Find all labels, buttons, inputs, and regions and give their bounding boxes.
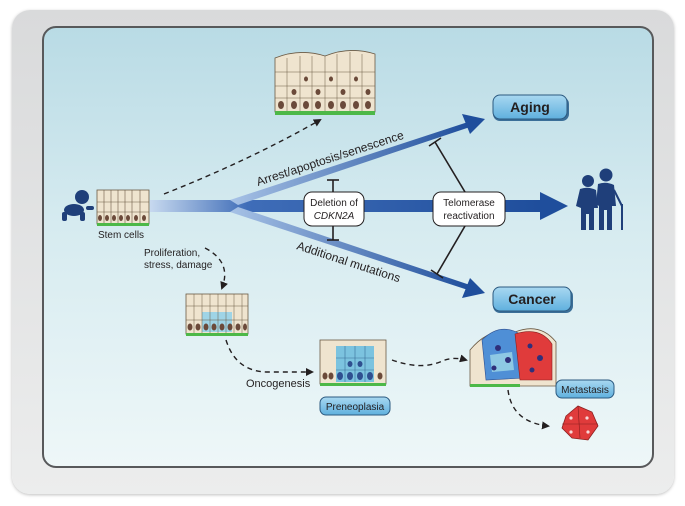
aged-tissue	[274, 50, 376, 115]
dashed-arrows	[163, 119, 550, 430]
cancer-arrow	[230, 207, 485, 298]
baby-icon	[62, 190, 94, 221]
deletion-text-1: Deletion of	[310, 198, 358, 209]
telomerase-text-1: Telomerase	[443, 198, 495, 209]
aging-pill: Aging	[492, 94, 569, 121]
deletion-box: Deletion of CDKN2A	[303, 191, 365, 227]
dashed-arrow-to-proliferation	[204, 247, 228, 290]
telomerase-box: Telomerase reactivation	[432, 191, 506, 227]
dashed-arrow-to-cancer-tissue	[391, 354, 468, 367]
stem-cells-label: Stem cells	[98, 230, 144, 241]
preneoplasia-tissue	[319, 339, 387, 386]
dashed-arrow-to-aged-tissue	[163, 119, 322, 195]
preneoplasia-pill: Preneoplasia	[319, 396, 391, 416]
inhibit-upper-telomerase	[434, 141, 466, 193]
metastasis-cells	[561, 405, 599, 441]
cancer-pill: Cancer	[492, 286, 573, 313]
metastasis-text: Metastasis	[561, 385, 609, 396]
proliferation-text-1: Proliferation,	[144, 248, 200, 259]
proliferating-tissue	[185, 293, 249, 336]
cancer-tissue	[469, 328, 557, 387]
elderly-couple-icon	[576, 168, 623, 230]
telomerase-text-2: reactivation	[443, 211, 494, 222]
inhibition-lines	[327, 137, 466, 279]
deletion-text-2: CDKN2A	[314, 211, 355, 222]
preneoplasia-text: Preneoplasia	[326, 402, 385, 413]
aging-arrow	[230, 114, 485, 205]
oncogenesis-label: Oncogenesis	[246, 378, 311, 390]
inhibit-lower-telomerase	[436, 225, 466, 275]
stem-cells-tissue	[96, 189, 150, 226]
dashed-arrow-to-preneoplasia	[225, 339, 314, 376]
proliferation-text-2: stress, damage	[144, 260, 213, 271]
metastasis-pill: Metastasis	[555, 379, 615, 399]
cancer-text: Cancer	[508, 291, 556, 307]
dashed-arrow-to-metastasis	[507, 389, 550, 430]
aging-text: Aging	[510, 99, 550, 115]
